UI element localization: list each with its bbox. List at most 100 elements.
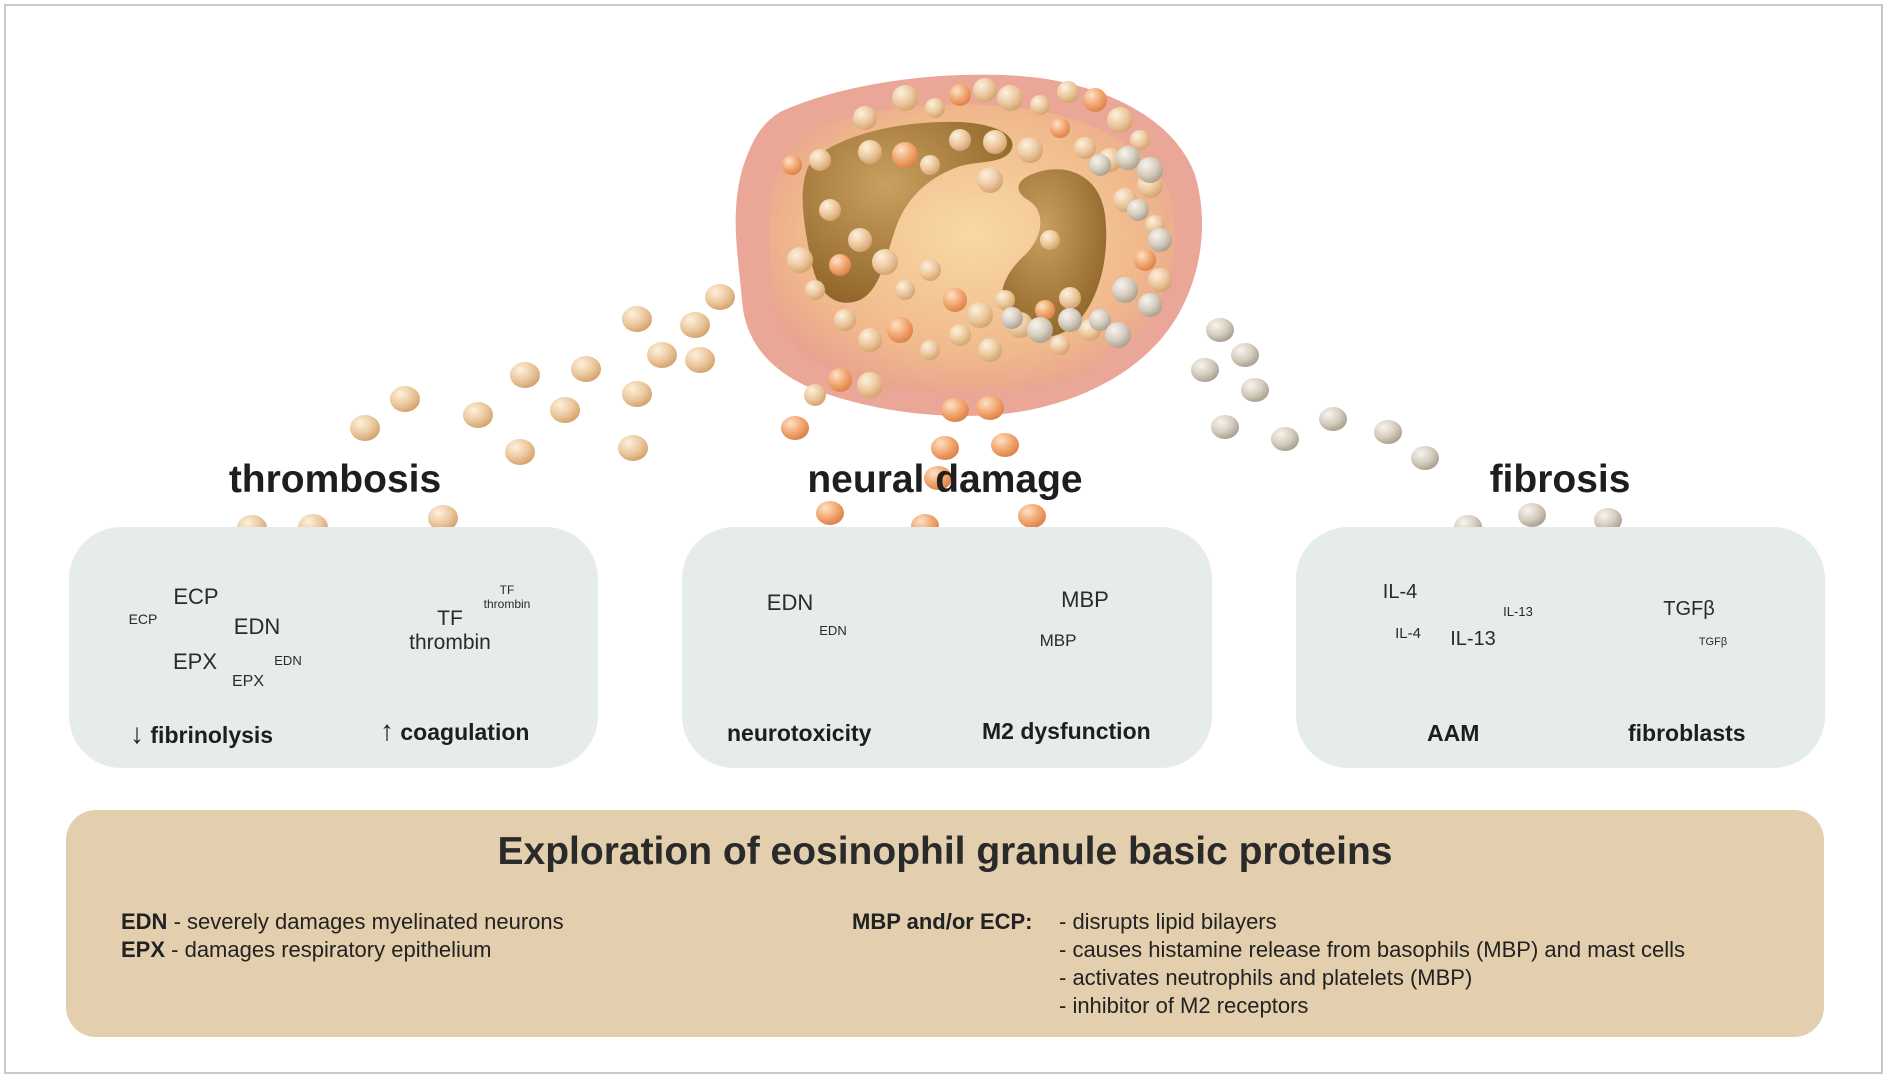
released-granule bbox=[1518, 503, 1546, 527]
cell-granule bbox=[858, 140, 882, 164]
cell-granule bbox=[819, 199, 841, 221]
released-granule bbox=[991, 433, 1019, 457]
released-granule bbox=[1374, 420, 1402, 444]
cell-granule bbox=[1116, 146, 1140, 170]
summary-mbp-4: - inhibitor of M2 receptors bbox=[1059, 993, 1309, 1018]
cell-granule bbox=[892, 142, 918, 168]
heading-neural-damage: neural damage bbox=[807, 458, 1083, 501]
released-granule bbox=[1018, 504, 1046, 528]
cell-granule bbox=[920, 340, 940, 360]
summary-epx: EPX - damages respiratory epithelium bbox=[121, 937, 492, 963]
cell-granule bbox=[919, 259, 941, 281]
released-granule bbox=[1211, 415, 1239, 439]
released-granule bbox=[550, 397, 580, 423]
cell-granule bbox=[1130, 130, 1150, 150]
summary-mbp-3: - activates neutrophils and platelets (M… bbox=[1059, 965, 1473, 990]
cell-granule bbox=[1083, 88, 1107, 112]
released-granule bbox=[428, 505, 458, 531]
panel-fibrosis bbox=[1296, 527, 1825, 768]
cell-granule bbox=[1089, 309, 1111, 331]
released-granule bbox=[350, 415, 380, 441]
cell-granule bbox=[895, 280, 915, 300]
cell-granule bbox=[828, 368, 852, 392]
term-edn: EDN bbox=[121, 909, 168, 934]
cell-granule bbox=[943, 288, 967, 312]
term-mbp-ecp: MBP and/or ECP: bbox=[852, 909, 1033, 934]
released-granule bbox=[647, 342, 677, 368]
cell-granule bbox=[809, 149, 831, 171]
cell-granule bbox=[872, 249, 898, 275]
cell-granule bbox=[1112, 277, 1138, 303]
cell-granule bbox=[848, 228, 872, 252]
summary-title: Exploration of eosinophil granule basic … bbox=[497, 830, 1393, 873]
desc-edn: - severely damages myelinated neurons bbox=[167, 909, 564, 934]
down-arrow-icon: ↓ bbox=[130, 718, 144, 749]
cell-granule bbox=[834, 309, 856, 331]
released-granule bbox=[1191, 358, 1219, 382]
cell-granule bbox=[1027, 317, 1053, 343]
cell-granule bbox=[983, 130, 1007, 154]
cell-granule bbox=[1030, 95, 1050, 115]
released-granule bbox=[680, 312, 710, 338]
cell-granule bbox=[967, 302, 993, 328]
cell-granule bbox=[1127, 199, 1149, 221]
released-granule bbox=[816, 501, 844, 525]
cell-granule bbox=[857, 372, 883, 398]
eosinophil-cell bbox=[735, 74, 1203, 416]
cell-granule bbox=[1001, 307, 1023, 329]
heading-fibrosis: fibrosis bbox=[1489, 458, 1631, 501]
summary-mbp-1: - disrupts lipid bilayers bbox=[1059, 909, 1277, 934]
released-granule bbox=[685, 347, 715, 373]
released-granule bbox=[505, 439, 535, 465]
summary-mbp-2: - causes histamine release from basophil… bbox=[1059, 937, 1686, 962]
cell-granule bbox=[1089, 154, 1111, 176]
cell-granule bbox=[1059, 287, 1081, 309]
cell-granule bbox=[997, 85, 1023, 111]
cell-granule bbox=[1035, 300, 1055, 320]
cell-granule bbox=[1050, 118, 1070, 138]
released-granule bbox=[463, 402, 493, 428]
released-granule bbox=[622, 306, 652, 332]
released-granule bbox=[941, 398, 969, 422]
released-granule bbox=[705, 284, 735, 310]
cell-granule bbox=[978, 338, 1002, 362]
released-granule bbox=[1271, 427, 1299, 451]
panel-thrombosis bbox=[69, 527, 598, 768]
cell-granule bbox=[949, 129, 971, 151]
cell-granule bbox=[1138, 293, 1162, 317]
released-granule bbox=[1206, 318, 1234, 342]
released-granule bbox=[390, 386, 420, 412]
caption-m2-dysfunction: M2 dysfunction bbox=[982, 718, 1151, 744]
released-granule bbox=[1319, 407, 1347, 431]
cell-granule bbox=[787, 247, 813, 273]
term-epx: EPX bbox=[121, 937, 166, 962]
cell-granule bbox=[973, 78, 997, 102]
cell-granule bbox=[920, 155, 940, 175]
cell-granule bbox=[925, 98, 945, 118]
cell-granule bbox=[1134, 249, 1156, 271]
cell-granule bbox=[1057, 81, 1079, 103]
cell-granule bbox=[829, 254, 851, 276]
heading-thrombosis: thrombosis bbox=[228, 458, 442, 501]
desc-epx: - damages respiratory epithelium bbox=[165, 937, 492, 962]
nucleus-lobe-left bbox=[802, 121, 1013, 303]
released-granule bbox=[571, 356, 601, 382]
released-granule bbox=[976, 396, 1004, 420]
cell-granule bbox=[782, 155, 802, 175]
cell-granule bbox=[949, 324, 971, 346]
caption-coagulation: ↑ coagulation bbox=[380, 715, 529, 747]
caption-fibroblasts: fibroblasts bbox=[1628, 720, 1746, 746]
cell-granule bbox=[1050, 335, 1070, 355]
caption-aam: AAM bbox=[1427, 720, 1480, 746]
cell-granule bbox=[1040, 230, 1060, 250]
cell-granule bbox=[1148, 228, 1172, 252]
released-granule bbox=[510, 362, 540, 388]
released-granule bbox=[1594, 508, 1622, 532]
cell-granule bbox=[853, 106, 877, 130]
released-granule bbox=[931, 436, 959, 460]
summary-edn: EDN - severely damages myelinated neuron… bbox=[121, 909, 564, 935]
cell-granule bbox=[977, 167, 1003, 193]
up-arrow-icon: ↑ bbox=[380, 715, 394, 746]
summary-box: Exploration of eosinophil granule basic … bbox=[66, 810, 1824, 1037]
cell-granule bbox=[1017, 137, 1043, 163]
